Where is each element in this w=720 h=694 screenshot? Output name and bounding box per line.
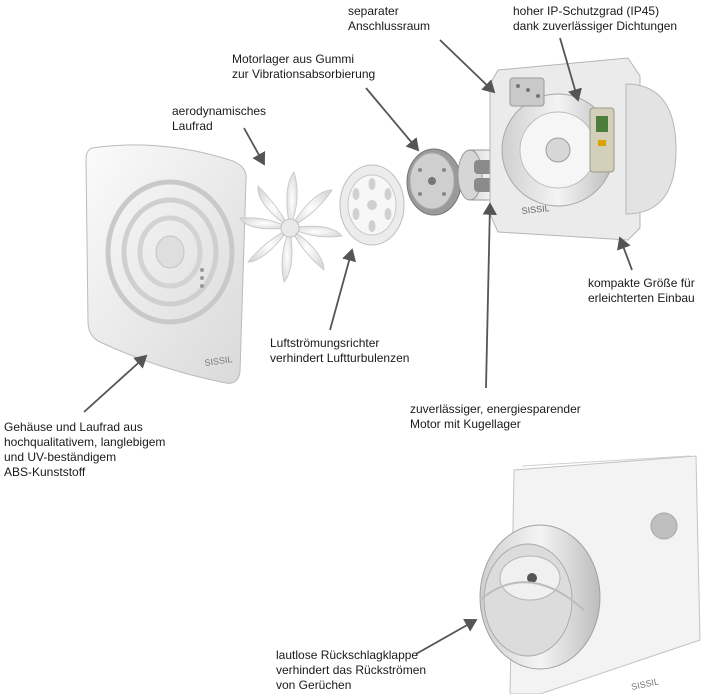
label-ip-protection: hoher IP-Schutzgrad (IP45)dank zuverläss… xyxy=(513,4,678,33)
brand-mark-assembled: SISSIL xyxy=(630,676,659,692)
brand-mark-front: SISSIL xyxy=(204,354,233,368)
brand-mark-rear: SISSIL xyxy=(521,203,550,216)
rubber-motor-mount xyxy=(406,148,462,216)
flow-straightener xyxy=(339,164,405,246)
rear-housing: SISSIL xyxy=(489,57,677,241)
front-housing: SISSIL xyxy=(85,144,247,384)
impeller xyxy=(239,171,343,283)
assembled-fan: SISSIL xyxy=(479,455,701,694)
callout-arrows xyxy=(83,37,633,655)
